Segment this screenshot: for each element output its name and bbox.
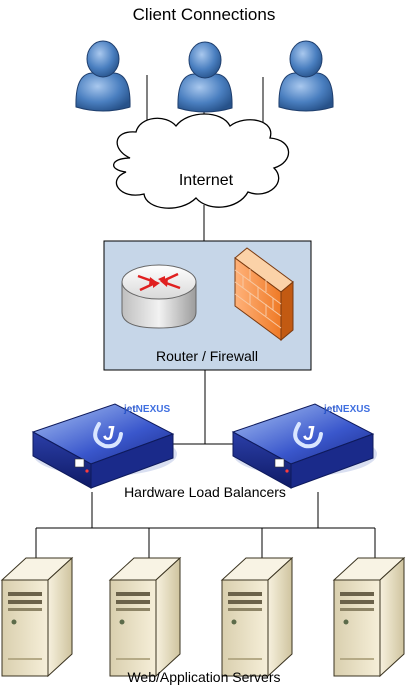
jetnexus-logo-2: jetNEXUS [323, 404, 370, 415]
server-icon [109, 557, 181, 677]
server-1 [1, 557, 73, 677]
internet-cloud: Internet [113, 113, 290, 209]
client-2 [177, 41, 233, 113]
server-4 [333, 557, 405, 677]
firewall-icon [234, 247, 294, 342]
server-2 [109, 557, 181, 677]
servers-label: Web/Application Servers [127, 669, 280, 685]
load-balancer-icon [31, 402, 179, 490]
router-icon [121, 264, 197, 329]
jetnexus-logo-1: jetNEXUS [123, 404, 170, 415]
router-firewall-label: Router / Firewall [156, 348, 258, 364]
server-3 [221, 557, 293, 677]
cloud-icon [113, 113, 290, 209]
user-icon [278, 40, 334, 112]
load-balancers-label: Hardware Load Balancers [124, 484, 286, 500]
user-icon [75, 40, 131, 112]
diagram-title: Client Connections [133, 5, 276, 24]
load-balancer-1: jetNEXUS [31, 402, 179, 490]
user-icon [177, 41, 233, 113]
server-icon [221, 557, 293, 677]
client-3 [278, 40, 334, 112]
load-balancer-2: jetNEXUS [231, 402, 379, 490]
load-balancer-icon [231, 402, 379, 490]
server-icon [1, 557, 73, 677]
client-1 [75, 40, 131, 112]
server-icon [333, 557, 405, 677]
router-firewall-box: Router / Firewall [103, 240, 312, 371]
internet-label: Internet [179, 172, 234, 189]
